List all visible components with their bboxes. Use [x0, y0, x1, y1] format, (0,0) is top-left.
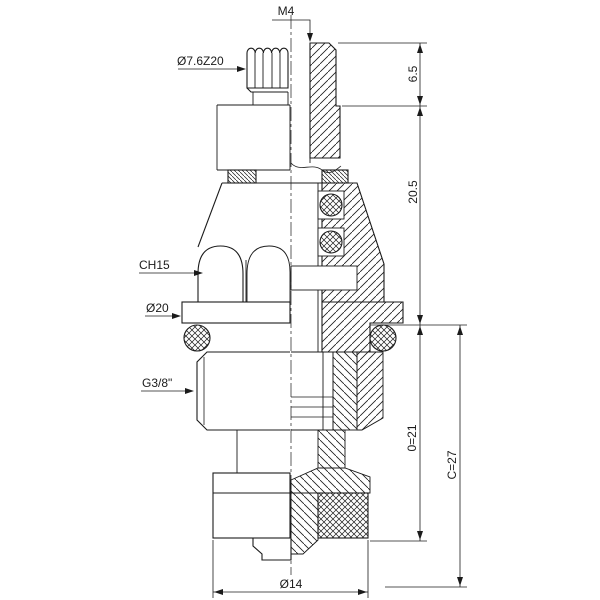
bonnet-upper: [197, 182, 385, 303]
seat-assembly: [212, 472, 369, 561]
leader-m4: [272, 19, 311, 38]
threaded-body: [196, 351, 384, 431]
knurled-spline-top: [246, 47, 289, 105]
flange: [181, 301, 404, 353]
rubber-seat-washer: [317, 492, 369, 539]
dimension-lines: [212, 42, 467, 598]
label-flange: Ø20: [146, 301, 169, 315]
label-thread: G3/8": [142, 376, 172, 390]
dim-label-6-5: 6.5: [406, 65, 420, 82]
side-o-ring-left: [183, 324, 211, 352]
dim-label-20-5: 20.5: [406, 180, 420, 204]
drawing-text: M4 Ø7.6Z20 CH15 Ø20 G3/8" Ø14 6.5 20.5 0…: [139, 4, 459, 591]
leader-lines: [139, 19, 311, 392]
hex-section: [197, 245, 291, 302]
label-seat-dia: Ø14: [280, 577, 303, 591]
packing-washers: [227, 169, 349, 184]
o-ring-upper: [319, 193, 343, 217]
upper-stem: [216, 104, 291, 171]
ext-lines-dia14: [212, 540, 369, 598]
label-m4: M4: [278, 4, 295, 18]
o-ring-lower: [319, 230, 343, 254]
dim-label-c-27: C=27: [445, 450, 459, 479]
arrowheads: [172, 33, 463, 595]
part-outline: [181, 42, 404, 561]
label-spline: Ø7.6Z20: [177, 54, 224, 68]
lower-stem: [236, 429, 371, 494]
label-hex: CH15: [139, 258, 170, 272]
side-o-ring-right: [369, 324, 397, 352]
dim-label-0-21: 0=21: [405, 424, 419, 451]
spindle-section-top: [290, 42, 342, 173]
